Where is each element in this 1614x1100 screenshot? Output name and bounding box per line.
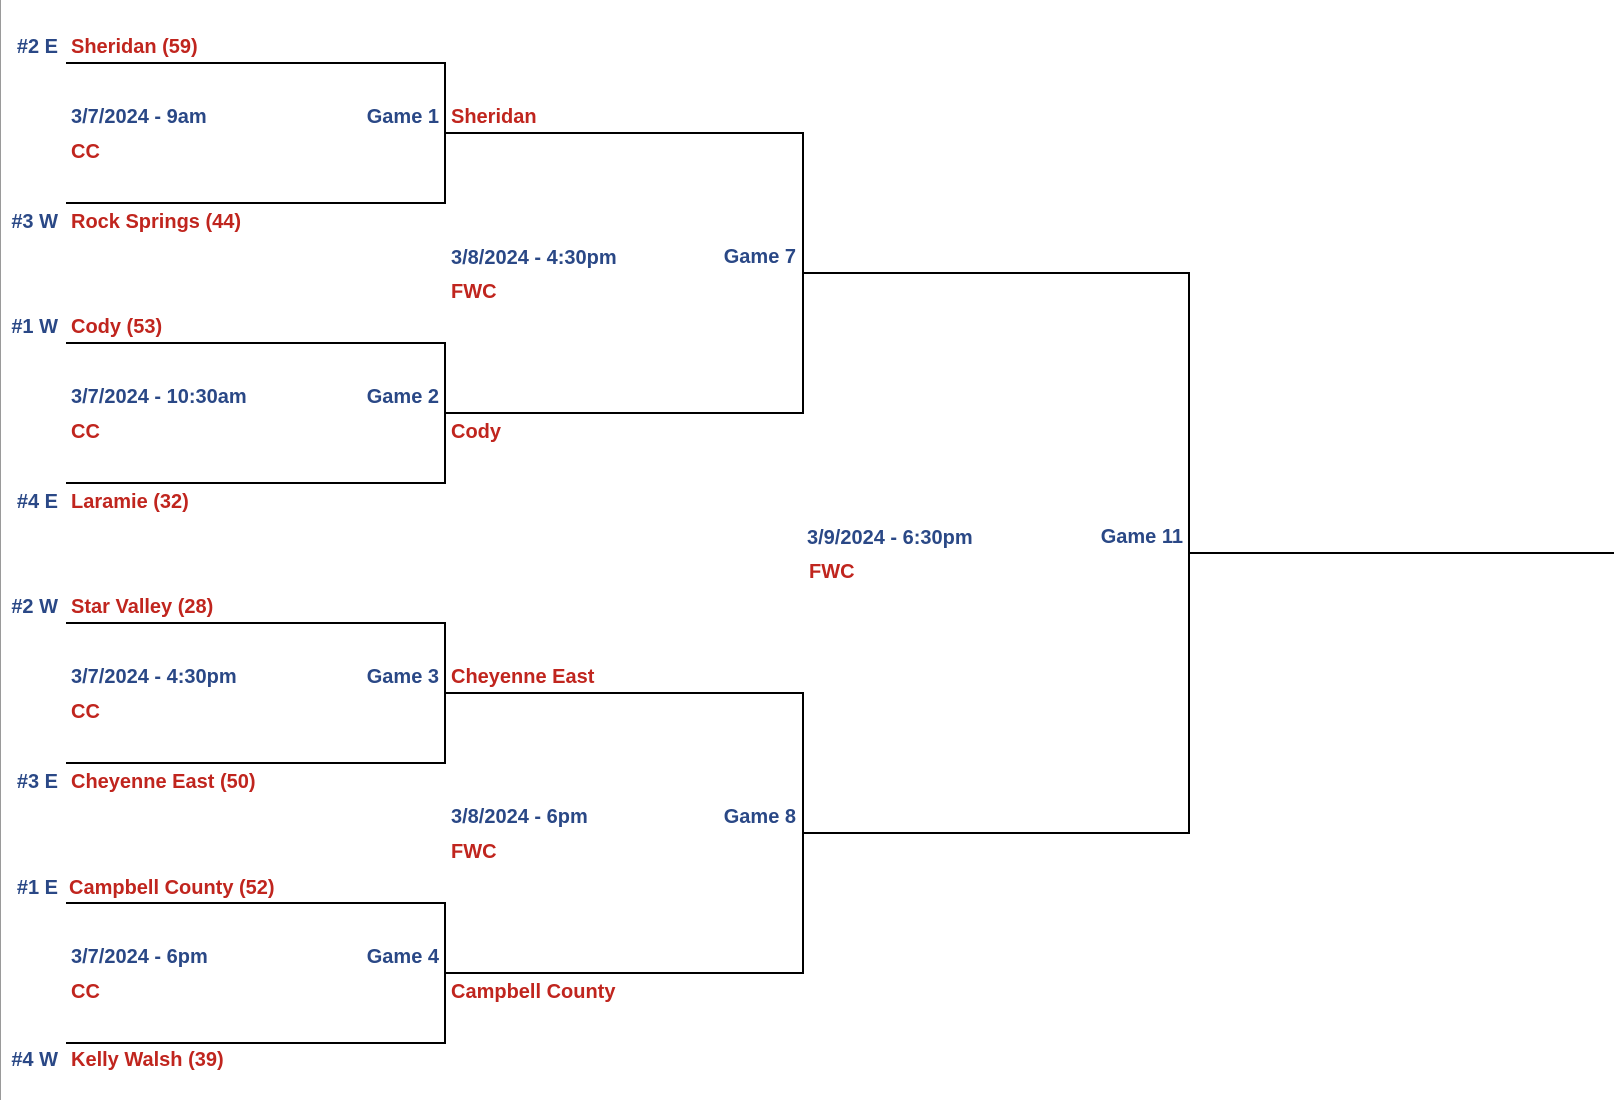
game-venue: CC xyxy=(71,421,100,443)
team-name: Laramie (32) xyxy=(71,491,189,513)
game-number: Game 4 xyxy=(366,946,439,968)
bracket-line xyxy=(66,342,446,344)
bracket-line xyxy=(802,272,1190,274)
game-datetime: 3/8/2024 - 4:30pm xyxy=(451,247,617,269)
game-number: Game 7 xyxy=(723,246,796,268)
bracket-line xyxy=(66,482,446,484)
team-name: Star Valley (28) xyxy=(71,596,214,618)
frame-left-border xyxy=(0,0,1,1100)
seed-label: #4 W xyxy=(11,1049,58,1071)
bracket-line xyxy=(444,972,804,974)
game-number: Game 11 xyxy=(1100,526,1183,548)
bracket-line xyxy=(66,1042,446,1044)
game-venue: CC xyxy=(71,981,100,1003)
seed-label: #2 E xyxy=(16,36,58,58)
team-name: Kelly Walsh (39) xyxy=(71,1049,224,1071)
game-datetime: 3/7/2024 - 10:30am xyxy=(71,386,247,408)
team-name: Cheyenne East (50) xyxy=(71,771,256,793)
game-datetime: 3/7/2024 - 6pm xyxy=(71,946,208,968)
bracket-line xyxy=(66,62,446,64)
game-venue: CC xyxy=(71,701,100,723)
game-number: Game 2 xyxy=(366,386,439,408)
game-datetime: 3/9/2024 - 6:30pm xyxy=(807,527,973,549)
game-number: Game 8 xyxy=(723,806,796,828)
game-datetime: 3/8/2024 - 6pm xyxy=(451,806,588,828)
bracket-line xyxy=(66,762,446,764)
game-number: Game 1 xyxy=(366,106,439,128)
advancing-team: Campbell County xyxy=(451,981,616,1003)
seed-label: #1 E xyxy=(16,877,58,899)
bracket-line xyxy=(66,902,446,904)
seed-label: #4 E xyxy=(16,491,58,513)
game-datetime: 3/7/2024 - 4:30pm xyxy=(71,666,237,688)
game-datetime: 3/7/2024 - 9am xyxy=(71,106,207,128)
seed-label: #2 W xyxy=(11,596,58,618)
game-number: Game 3 xyxy=(366,666,439,688)
bracket-line xyxy=(444,132,804,134)
seed-label: #3 W xyxy=(11,211,58,233)
team-name: Cody (53) xyxy=(71,316,163,338)
team-name: Rock Springs (44) xyxy=(71,211,242,233)
game-venue: CC xyxy=(71,141,100,163)
team-name: Sheridan (59) xyxy=(71,36,198,58)
advancing-team: Cody xyxy=(451,421,501,443)
advancing-team: Sheridan xyxy=(451,106,537,128)
bracket-line xyxy=(66,622,446,624)
team-name: Campbell County (52) xyxy=(69,877,275,899)
bracket-line xyxy=(444,412,804,414)
seed-label: #1 W xyxy=(11,316,58,338)
seed-label: #3 E xyxy=(16,771,58,793)
bracket-line xyxy=(444,692,804,694)
game-venue: FWC xyxy=(451,841,497,863)
bracket-line xyxy=(802,832,1190,834)
game-venue: FWC xyxy=(809,561,855,583)
advancing-team: Cheyenne East xyxy=(451,666,595,688)
game-venue: FWC xyxy=(451,281,497,303)
bracket-line xyxy=(66,202,446,204)
bracket-line xyxy=(1188,552,1614,554)
